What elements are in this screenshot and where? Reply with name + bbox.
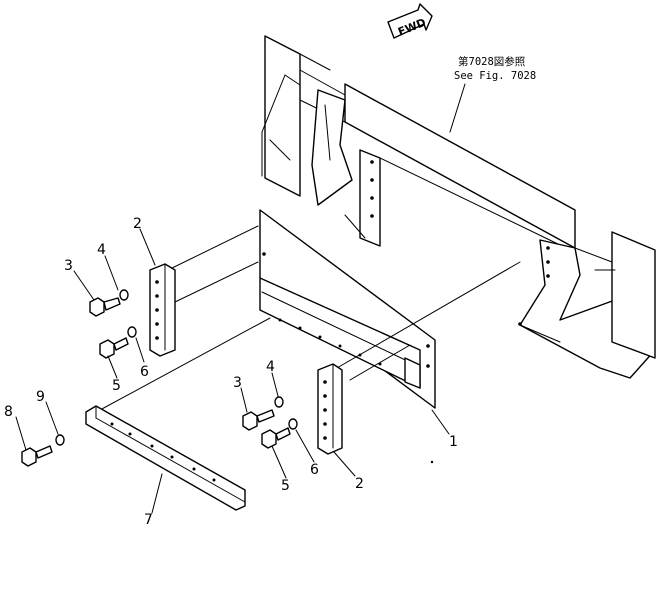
callout-6-left: 6 [140, 364, 149, 380]
bolt-part-3-right [242, 409, 275, 431]
callout-9: 9 [36, 389, 45, 405]
callout-7: 7 [144, 512, 153, 528]
frame-assembly [261, 35, 656, 379]
reference-japanese: 第7028図参照 [458, 55, 526, 68]
bracket-part-2-right [317, 363, 343, 455]
reference-english: See Fig. 7028 [454, 70, 536, 82]
callout-6-right: 6 [310, 462, 319, 478]
bolt-part-5-left [99, 337, 129, 359]
projection-line [99, 317, 271, 411]
bolt-part-5-right [261, 427, 291, 449]
bolt-part-3-left [89, 297, 121, 317]
washer-part-4-right [274, 396, 284, 408]
callout-2-left: 2 [133, 216, 142, 232]
projection-line [329, 261, 521, 373]
callout-3-left: 3 [64, 258, 73, 274]
callout-2-right: 2 [355, 476, 364, 492]
callout-8: 8 [4, 404, 13, 420]
callout-4-right: 4 [266, 359, 275, 375]
edge-rail-part-7 [85, 405, 246, 511]
main-plate-part-1 [259, 209, 436, 409]
washer-part-6-left [127, 326, 137, 338]
callout-5-left: 5 [112, 378, 121, 394]
washer-part-4-left [119, 289, 129, 301]
reference-leader [449, 83, 466, 133]
bolt-part-8 [21, 445, 53, 467]
projection-line [349, 344, 411, 381]
projection-line [167, 225, 259, 271]
leader-lines [15, 228, 450, 514]
callout-1: 1 [449, 434, 458, 450]
callout-5-right: 5 [281, 478, 290, 494]
speck [430, 460, 434, 464]
callout-4-left: 4 [97, 242, 106, 258]
washer-part-9 [55, 434, 65, 446]
washer-part-6-right [288, 418, 298, 430]
callout-3-right: 3 [233, 375, 242, 391]
fwd-arrow-icon: FWD [387, 3, 433, 39]
projection-line [174, 261, 259, 303]
bracket-part-2-left [149, 263, 176, 357]
